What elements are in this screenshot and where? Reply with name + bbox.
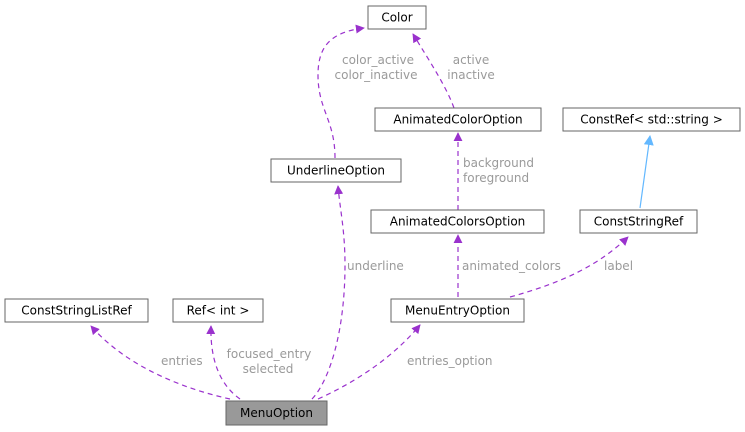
edge-label-background: background [463, 156, 534, 170]
node-animated-color-option[interactable]: AnimatedColorOption [374, 107, 542, 132]
node-color-label: Color [381, 11, 412, 25]
node-const-string-list-ref[interactable]: ConstStringListRef [4, 298, 149, 323]
node-ref-int-label: Ref< int > [187, 304, 250, 318]
node-const-ref-string[interactable]: ConstRef< std::string > [562, 107, 741, 132]
edge-menu-entry-to-const-string-ref [509, 236, 629, 298]
node-underline-option[interactable]: UnderlineOption [270, 158, 402, 183]
edge-label-active: active [453, 53, 489, 67]
edges [90, 24, 654, 400]
edge-label-color-active: color_active [342, 53, 414, 67]
edge-menu-option-to-const-string-list-ref [90, 325, 231, 400]
node-const-string-ref[interactable]: ConstStringRef [579, 209, 698, 234]
edge-menu-option-to-menu-entry [317, 324, 421, 400]
edge-label-entries-option: entries_option [407, 354, 493, 368]
node-menu-entry-option[interactable]: MenuEntryOption [390, 298, 525, 323]
edge-label-color-inactive: color_inactive [335, 68, 418, 82]
node-menu-option[interactable]: MenuOption [225, 400, 328, 426]
node-color[interactable]: Color [367, 5, 427, 30]
edge-label-entries: entries [161, 354, 203, 368]
nodes: Color AnimatedColorOption ConstRef< std:… [4, 5, 741, 426]
edge-label-inactive: inactive [447, 68, 494, 82]
edge-label-label: label [604, 259, 633, 273]
node-menu-entry-option-label: MenuEntryOption [405, 304, 510, 318]
node-ref-int[interactable]: Ref< int > [172, 298, 264, 323]
node-const-string-ref-label: ConstStringRef [594, 215, 684, 229]
node-animated-colors-option-label: AnimatedColorsOption [390, 215, 526, 229]
node-animated-color-option-label: AnimatedColorOption [393, 113, 522, 127]
node-underline-option-label: UnderlineOption [287, 164, 385, 178]
edge-labels: color_active color_inactive active inact… [161, 53, 633, 376]
node-animated-colors-option[interactable]: AnimatedColorsOption [370, 209, 545, 234]
edge-const-string-ref-to-const-ref [639, 135, 654, 209]
edge-label-selected: selected [243, 362, 294, 376]
node-const-ref-string-label: ConstRef< std::string > [580, 113, 723, 127]
edge-animated-color-to-color [412, 33, 455, 109]
edge-underline-to-color [317, 24, 365, 159]
edge-label-underline: underline [347, 259, 404, 273]
node-const-string-list-ref-label: ConstStringListRef [21, 304, 132, 318]
edge-menu-option-to-ref-int [206, 325, 241, 400]
edge-label-foreground: foreground [463, 171, 529, 185]
edge-label-focused-entry: focused_entry [227, 347, 312, 361]
edge-menu-option-to-underline [311, 185, 346, 400]
node-menu-option-label: MenuOption [240, 406, 313, 420]
edge-label-animated-colors: animated_colors [462, 259, 561, 273]
